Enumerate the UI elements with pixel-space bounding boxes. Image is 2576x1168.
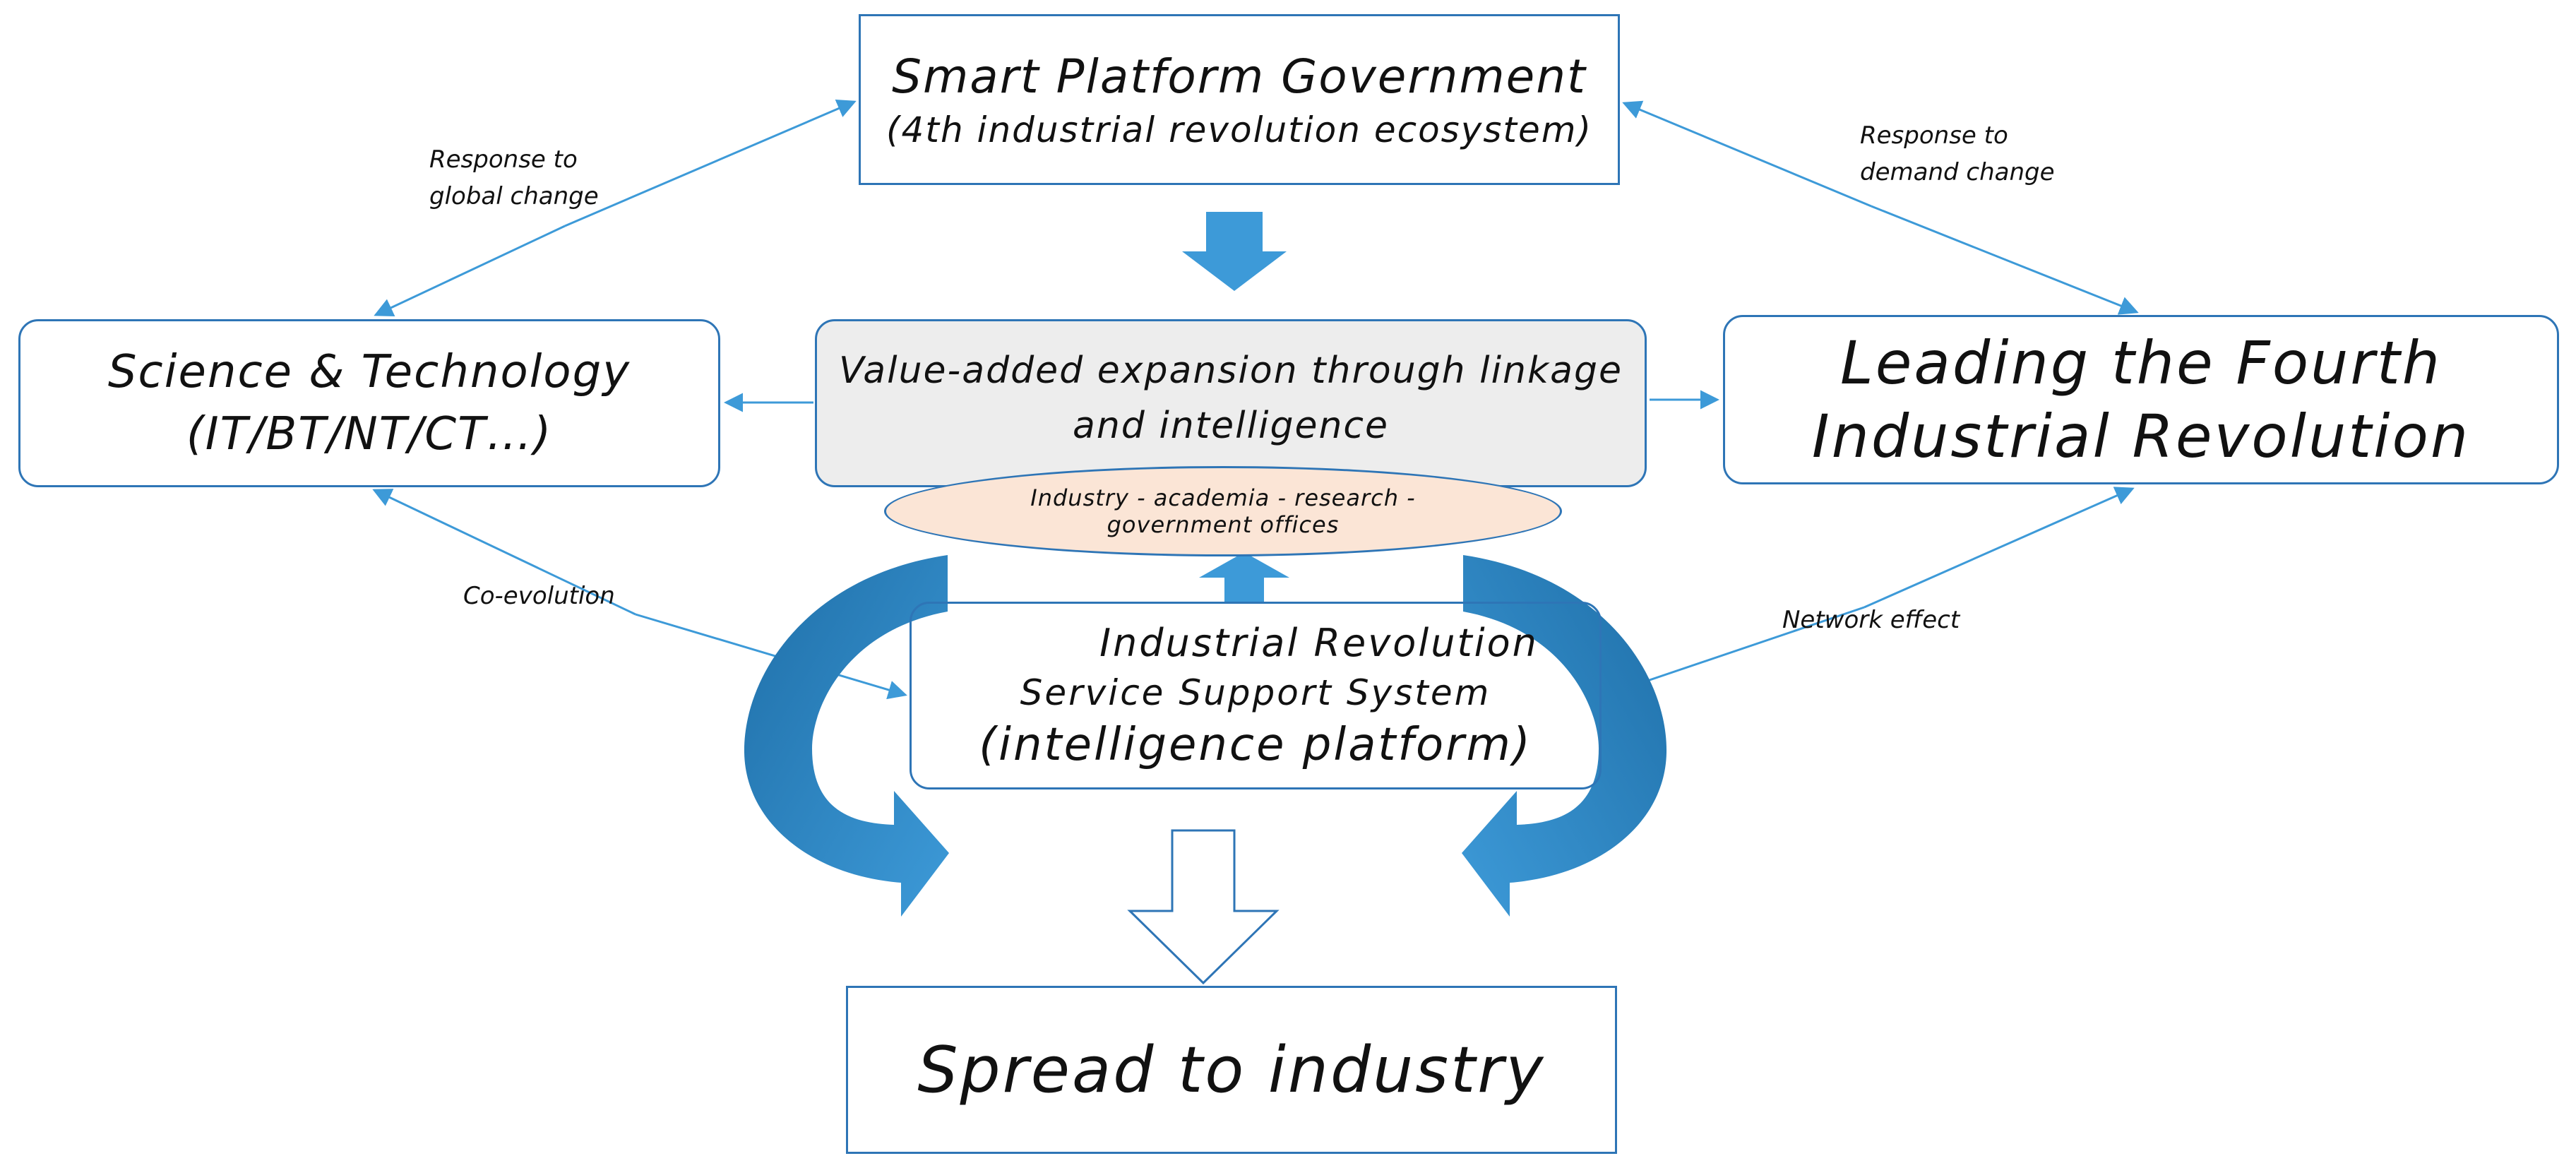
partners-line2: government offices xyxy=(1107,511,1340,538)
right-curved-arrow xyxy=(1462,555,1667,917)
industry-academia-ellipse: Industry - academia - research - governm… xyxy=(884,466,1562,556)
up-block-arrow xyxy=(1199,552,1289,602)
science-subtitle: (IT/BT/NT/CT…) xyxy=(186,408,553,460)
down-block-arrow xyxy=(1182,212,1287,291)
global-label-line1: Response to xyxy=(429,145,578,174)
arrow-coevolution-to-science xyxy=(372,489,636,616)
arrow-coevolution-to-service xyxy=(635,613,907,700)
arrow-global-to-government xyxy=(564,100,857,227)
value-added-line2: and intelligence xyxy=(1072,405,1390,447)
edge-label-coevolution: Co-evolution xyxy=(463,578,615,614)
arrow-network-to-leading xyxy=(1864,487,2135,609)
science-title: Science & Technology xyxy=(107,346,631,398)
service-line2: Service Support System xyxy=(1020,672,1491,713)
leading-line2: Industrial Revolution xyxy=(1811,402,2471,471)
demand-label-line1: Response to xyxy=(1860,121,2008,150)
service-line1: Industrial Revolution xyxy=(1099,620,1539,665)
coevolution-label: Co-evolution xyxy=(463,582,615,610)
arrow-demand-to-government xyxy=(1622,100,1872,208)
leading-fourth-revolution-box: Leading the Fourth Industrial Revolution xyxy=(1723,315,2559,484)
government-title: Smart Platform Government xyxy=(892,49,1587,104)
spread-title: Spread to industry xyxy=(917,1032,1546,1107)
value-added-expansion-box: Value-added expansion through linkage an… xyxy=(815,319,1647,487)
value-added-line1: Value-added expansion through linkage xyxy=(839,350,1623,392)
arrow-demand-to-leading xyxy=(1871,205,2139,315)
demand-label-line2: demand change xyxy=(1860,158,2055,186)
edge-label-demand-change: Response to demand change xyxy=(1860,117,2055,191)
outline-down-arrow xyxy=(1127,829,1280,985)
global-label-line2: global change xyxy=(429,182,599,210)
edge-label-global-change: Response to global change xyxy=(429,141,599,215)
arrow-global-to-science xyxy=(374,225,566,317)
leading-line1: Leading the Fourth xyxy=(1839,328,2443,398)
government-subtitle: (4th industrial revolution ecosystem) xyxy=(886,109,1592,150)
edge-label-network-effect: Network effect xyxy=(1782,602,1960,638)
service-support-system-box: Industrial Revolution Service Support Sy… xyxy=(910,602,1602,789)
network-label: Network effect xyxy=(1782,606,1960,634)
service-line3: (intelligence platform) xyxy=(979,718,1532,771)
science-technology-box: Science & Technology (IT/BT/NT/CT…) xyxy=(18,319,720,487)
left-curved-arrow xyxy=(744,555,949,917)
partners-line1: Industry - academia - research - xyxy=(1030,484,1416,511)
spread-to-industry-box: Spread to industry xyxy=(846,986,1617,1154)
smart-platform-government-box: Smart Platform Government (4th industria… xyxy=(859,14,1620,185)
